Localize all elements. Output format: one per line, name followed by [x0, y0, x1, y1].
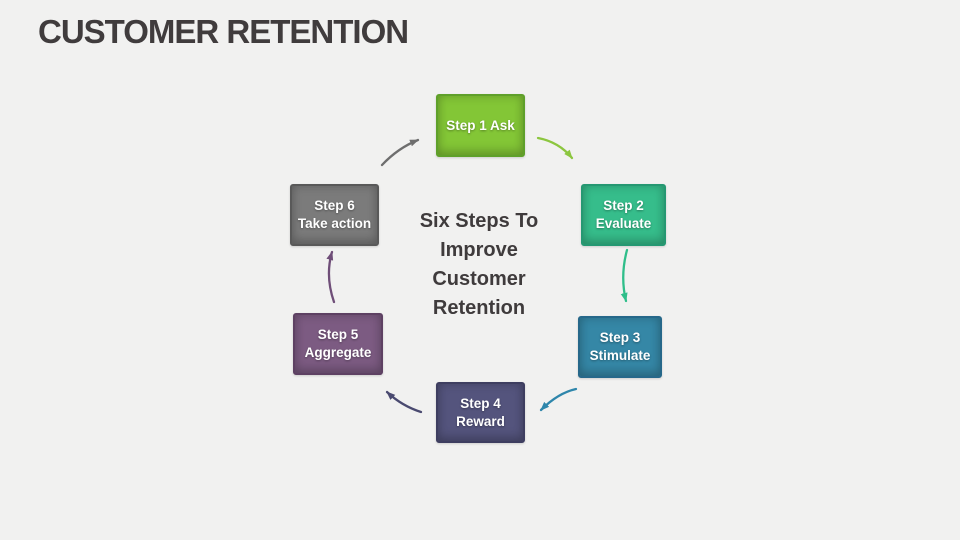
arrow-step4-to-step5: [385, 390, 423, 414]
step-2-box: Step 2 Evaluate: [581, 184, 666, 246]
step-3-box: Step 3 Stimulate: [578, 316, 662, 378]
arrow-step3-to-step4: [539, 387, 578, 412]
page-title: CUSTOMER RETENTION: [38, 13, 409, 50]
step-4-box: Step 4 Reward: [436, 382, 525, 443]
step-5-box: Step 5 Aggregate: [293, 313, 383, 375]
step-6-box: Step 6 Take action: [290, 184, 379, 246]
diagram-center-title: Six Steps To Improve Customer Retention: [419, 210, 539, 319]
step-4-label: Step 4 Reward: [456, 395, 505, 429]
step-1-box: Step 1 Ask: [436, 94, 525, 157]
arrow-step1-to-step2: [536, 136, 574, 160]
arrow-step6-to-step1: [380, 138, 420, 167]
arrow-step2-to-step3: [620, 248, 629, 303]
step-6-label: Step 6 Take action: [297, 198, 372, 231]
step-3-label: Step 3 Stimulate: [589, 330, 651, 363]
step-2-label: Step 2 Evaluate: [595, 198, 652, 231]
step-5-label: Step 5 Aggregate: [304, 327, 372, 360]
arrow-step5-to-step6: [326, 250, 336, 304]
step-1-label: Step 1 Ask: [446, 117, 515, 133]
